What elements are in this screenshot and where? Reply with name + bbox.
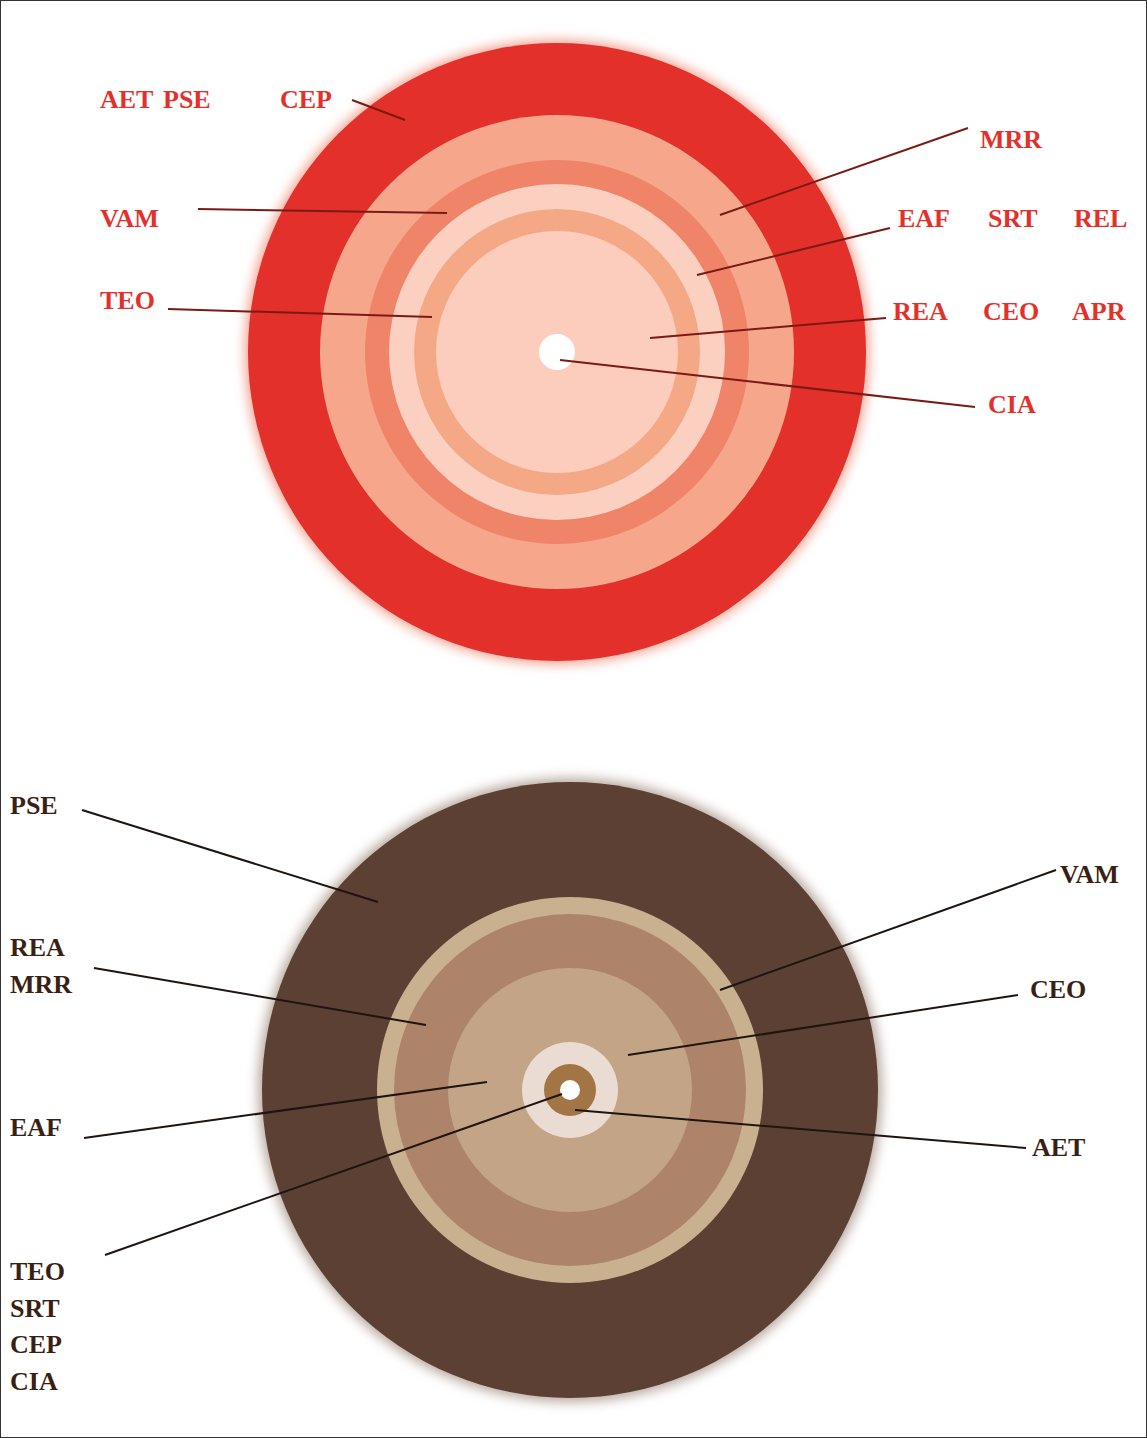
ring-glow — [245, 40, 869, 664]
outer-ring — [262, 782, 878, 1398]
ring-glow — [258, 778, 882, 1402]
red-ring-diagram — [245, 40, 869, 664]
ring-code-label: APR — [1072, 297, 1125, 327]
ring — [448, 968, 692, 1212]
ring-code-label: REA — [893, 297, 948, 327]
ring-code-label: CIA — [10, 1367, 58, 1397]
ring-code-label: CEP — [280, 85, 332, 115]
ring-code-label: PSE — [10, 791, 58, 821]
ring-code-label: REL — [1074, 204, 1127, 234]
ring-code-label: VAM — [100, 204, 159, 234]
ring-code-label: REA — [10, 933, 65, 963]
ring — [522, 1042, 618, 1138]
ring-code-label: CEP — [10, 1330, 62, 1360]
ring-code-label: PSE — [163, 85, 211, 115]
ring-code-label: MRR — [10, 970, 72, 1000]
ring-code-label: SRT — [988, 204, 1038, 234]
ring-code-label: CIA — [988, 390, 1036, 420]
leader-lines — [168, 100, 975, 407]
ring-code-label: TEO — [10, 1257, 65, 1287]
outer-ring — [248, 43, 866, 661]
ring-code-label: MRR — [980, 125, 1042, 155]
ring — [389, 184, 725, 520]
center-dot — [539, 334, 575, 370]
ring-code-label: AET — [1032, 1133, 1085, 1163]
ring-code-label: CEO — [1030, 975, 1086, 1005]
ring-code-label: EAF — [898, 204, 950, 234]
leader-lines — [82, 810, 1056, 1255]
ring-code-label: AET — [100, 85, 153, 115]
inner-disc — [436, 231, 678, 473]
ring-code-label: SRT — [10, 1294, 60, 1324]
brown-ring-diagram — [258, 778, 882, 1402]
ring-code-label: CEO — [983, 297, 1039, 327]
ring — [320, 115, 794, 589]
ring — [414, 209, 700, 495]
ring — [394, 914, 746, 1266]
center-dot — [560, 1080, 580, 1100]
ring-code-label: VAM — [1060, 860, 1119, 890]
ring — [544, 1064, 596, 1116]
ring-code-label: EAF — [10, 1113, 62, 1143]
ring-code-label: TEO — [100, 286, 155, 316]
ring — [365, 160, 749, 544]
